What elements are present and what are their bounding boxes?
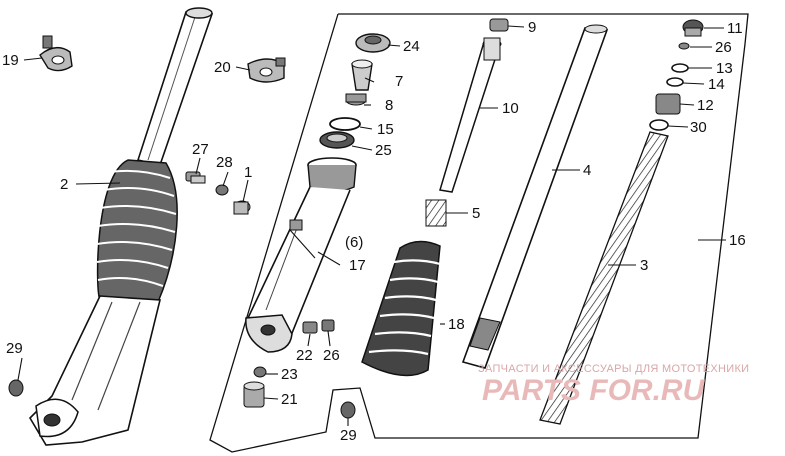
label-22: 22 [296, 347, 313, 364]
rebound-spring-5 [425, 199, 447, 227]
clamp-20 [247, 57, 286, 83]
washer-13 [671, 63, 689, 73]
label-8: 8 [385, 97, 393, 114]
label-23: 23 [281, 366, 298, 383]
boot-18 [361, 240, 441, 377]
seal-7 [351, 59, 373, 91]
label-24: 24 [403, 38, 420, 55]
label-25: 25 [375, 142, 392, 159]
leader-lines [17, 25, 726, 426]
clip-15 [329, 117, 361, 131]
cap-9 [489, 18, 509, 32]
washer-29-bottom [340, 401, 356, 419]
label-14: 14 [708, 76, 725, 93]
label-15: 15 [377, 121, 394, 138]
label-12: 12 [697, 97, 714, 114]
label-29-bottom: 29 [340, 427, 357, 444]
watermark-tagline: ЗАПЧАСТИ И АКСЕССУАРЫ ДЛЯ МОТОТЕХНИКИ [478, 363, 749, 375]
washer-30 [649, 119, 669, 131]
label-10: 10 [502, 100, 519, 117]
oil-seal-25 [319, 131, 355, 149]
label-9: 9 [528, 19, 536, 36]
bolt-27 [185, 171, 206, 184]
label-20: 20 [214, 59, 231, 76]
label-11: 11 [727, 20, 743, 37]
drain-bolt-1 [233, 200, 251, 215]
label-26-bottom: 26 [323, 347, 340, 364]
label-28: 28 [216, 154, 233, 171]
label-2: 2 [60, 176, 68, 193]
label-29-left: 29 [6, 340, 23, 357]
label-4: 4 [583, 162, 591, 179]
label-30: 30 [690, 119, 707, 136]
washer-29-left [8, 379, 24, 397]
label-27: 27 [192, 141, 209, 158]
boot-bellows [96, 159, 178, 303]
label-18: 18 [448, 316, 465, 333]
washer-28 [215, 184, 229, 196]
nut-22 [302, 321, 318, 334]
clamp-19 [39, 35, 73, 72]
bolt-11 [682, 19, 704, 37]
washer-14 [666, 77, 684, 87]
watermark: ЗАПЧАСТИ И АКСЕССУАРЫ ДЛЯ МОТОТЕХНИКИ PA… [478, 363, 749, 407]
label-13: 13 [716, 60, 733, 77]
nut-26 [321, 319, 335, 332]
watermark-brand: PARTS FOR.RU [482, 374, 706, 407]
main-spring-3 [539, 131, 669, 425]
inner-tube-4 [461, 24, 609, 369]
label-3: 3 [640, 257, 648, 274]
cap-24 [355, 33, 391, 53]
label-19: 19 [2, 52, 19, 69]
label-26-top: 26 [715, 39, 732, 56]
ring-8 [345, 93, 367, 106]
spacer-12 [655, 93, 681, 115]
socket-bolt-21 [243, 381, 265, 408]
group-boundary [209, 13, 749, 453]
washer-23 [253, 366, 267, 378]
oring-26-top [678, 42, 690, 50]
bottom-case-17 [245, 157, 357, 353]
label-1: 1 [244, 164, 252, 181]
label-16: 16 [729, 232, 746, 249]
label-17: 17 [349, 257, 366, 274]
part-labels: 1 2 3 4 5 (6) 7 8 9 10 11 12 13 14 15 16… [2, 19, 746, 444]
left-fork-assembly [28, 7, 214, 446]
label-21: 21 [281, 391, 298, 408]
label-5: 5 [472, 205, 480, 222]
damper-rod-10 [439, 37, 502, 193]
label-6: (6) [345, 234, 363, 251]
label-7: 7 [395, 73, 403, 90]
